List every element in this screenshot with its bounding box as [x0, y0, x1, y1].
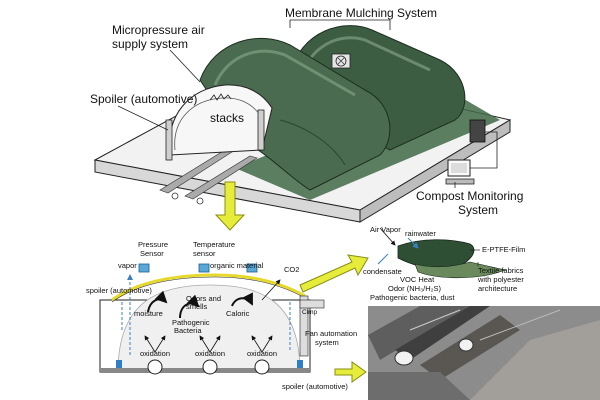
textile-label-1: Textile fabrics [478, 266, 524, 275]
pathogenic-label-2: Bacteria [174, 326, 202, 335]
right-arrow-icon [334, 361, 367, 383]
odors-label-2: smells [186, 302, 208, 311]
clamp-label: Clmp [302, 309, 318, 316]
yellow-arrows [214, 181, 369, 383]
circulation-arrow-icon [147, 290, 168, 313]
fan-automation-label-1: Fan automation [305, 329, 357, 338]
voc-heat-label: VOC Heat [400, 275, 435, 284]
micropressure-label-line2: supply system [112, 37, 188, 51]
section-spoiler-label: spoiler (automotive) [86, 286, 152, 295]
bottom-spoiler-label: spoiler (automotive) [282, 382, 348, 391]
rainwater-label: rainwater [405, 229, 436, 238]
composting-yard-illustration [93, 19, 512, 223]
diagonal-arrow-icon [299, 254, 369, 293]
circulation-arrow-icon [231, 292, 253, 307]
membrane-mulching-label: Membrane Mulching System [285, 6, 437, 20]
aeration-pipe-icon [147, 359, 163, 375]
caloric-label: Caloric [226, 309, 250, 318]
textile-label-3: architecture [478, 284, 517, 293]
monitoring-label-line2: System [458, 203, 498, 217]
air-vapor-label: Air Vapor [370, 225, 401, 234]
aeration-pipe-icon [202, 359, 218, 375]
stacks-label: stacks [210, 111, 244, 125]
circulation-arrow-icon [179, 294, 200, 319]
micropressure-label-line1: Micropressure air [112, 23, 205, 37]
section-view [99, 263, 325, 375]
membrane-layer-detail [377, 227, 507, 279]
co2-label: CO2 [284, 265, 299, 274]
pressure-sensor-icon [138, 263, 150, 273]
down-arrow-icon [214, 181, 246, 231]
pathogenic-label-1: Pathogenic [172, 318, 210, 327]
odor-label: Odor (NH₃/H₂S) [388, 284, 442, 293]
oxidation-label-2: oxidation [195, 349, 225, 358]
pathogenic-dust-label: Pathogenic bacteria, dust [370, 293, 456, 302]
condensate-label: condensate [363, 267, 402, 276]
membrane-cover [111, 273, 306, 302]
odors-label-1: Odors and [186, 294, 221, 303]
aeration-channel-photo [368, 306, 600, 400]
aeration-pipe-icon [254, 359, 270, 375]
sensor-icon [246, 263, 258, 273]
temperature-sensor-label-2: sensor [193, 249, 216, 258]
pressure-sensor-label-1: Pressure [138, 240, 168, 249]
organic-material-label: organic material [210, 261, 264, 270]
temperature-sensor-label-1: Temperature [193, 240, 235, 249]
oxidation-label-1: oxidation [140, 349, 170, 358]
pressure-sensor-label-2: Sensor [140, 249, 164, 258]
vapor-label: vapor [118, 261, 137, 270]
eptfe-film-label: E-PTFE-Film [482, 245, 525, 254]
temperature-sensor-icon [198, 263, 210, 273]
moisture-label: moisture [134, 309, 163, 318]
fan-automation-label-2: system [315, 338, 339, 347]
oxidation-label-3: oxidation [247, 349, 277, 358]
monitoring-label-line1: Compost Monitoring [416, 189, 523, 203]
textile-label-2: with polyester [477, 275, 524, 284]
spoiler-label: Spoiler (automotive) [90, 92, 197, 106]
